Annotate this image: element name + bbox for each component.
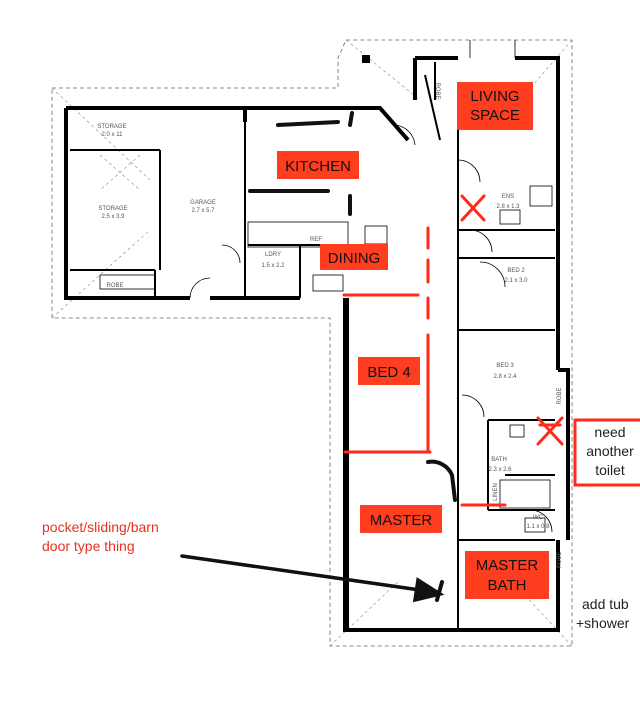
pocket-door-arrow (180, 554, 445, 603)
meter-box-marker (362, 55, 370, 63)
kitchen-label: KITCHEN (285, 158, 351, 175)
note-pocket-door-line1: pocket/sliding/barn (42, 519, 159, 535)
note-tub-line2: +shower (576, 615, 630, 631)
note-toilet-line1: need (594, 424, 625, 440)
outer-walls (64, 56, 570, 632)
room-label-ens: ENS (502, 194, 514, 200)
room-label-ref: REF (310, 237, 322, 243)
master-label-box (360, 505, 442, 533)
room-label-robe-garage: ROBE (106, 283, 123, 289)
room-dim-storage-top: 2.0 x 11 (102, 132, 124, 138)
room-label-wc: WC (533, 515, 544, 521)
room-dim-bed3: 2.8 x 2.4 (493, 374, 517, 380)
interior-walls (70, 62, 555, 630)
room-label-robe-top: ROBE (434, 82, 440, 99)
note-toilet-line3: toilet (595, 462, 625, 478)
room-dim-wc: 1.1 x 0.8 (526, 524, 550, 530)
living-space-label-box (457, 82, 533, 130)
master-bath-label-line1: MASTER (476, 557, 539, 574)
room-label-garage: GARAGE (190, 200, 216, 206)
roofline-outline (51, 39, 573, 647)
master-label: MASTER (370, 512, 433, 529)
room-label-robe-master: ROBE (557, 551, 563, 568)
room-dim-garage: 2.7 x 5.7 (191, 208, 215, 214)
room-label-linen: LINEN (493, 483, 499, 501)
markup-black-lines (248, 111, 457, 602)
door-swings (189, 40, 553, 533)
note-toilet-line2: another (586, 443, 634, 459)
room-label-storage-top: STORAGE (97, 124, 126, 130)
dining-label-box (320, 244, 388, 270)
room-label-storage-mid: STORAGE (98, 206, 127, 212)
room-dim-laundry: 1.5 x 2.2 (261, 263, 285, 269)
kitchen-label-box (277, 151, 359, 179)
room-dim-bed2: 2.1 x 3.0 (504, 278, 528, 284)
dining-label: DINING (328, 250, 381, 267)
cross-mark-ensuite (460, 194, 486, 222)
room-label-laundry: LDRY (265, 252, 281, 258)
bed4-label-box (358, 357, 420, 385)
cross-mark-bath (536, 416, 564, 446)
room-dim-bath: 2.3 x 2.6 (488, 467, 512, 473)
room-label-bed3: BED 3 (496, 363, 514, 369)
room-dim-ens: 2.8 x 1.3 (496, 204, 520, 210)
room-label-bath: BATH (491, 457, 507, 463)
note-tub-line1: add tub (582, 596, 629, 612)
room-dim-storage-mid: 2.5 x 3.9 (101, 214, 125, 220)
living-space-label-line1: LIVING (470, 88, 519, 105)
room-label-robe-bed3: ROBE (557, 387, 563, 404)
living-space-label-line2: SPACE (470, 107, 520, 124)
markup-red-lines (342, 226, 640, 507)
master-bath-label-line2: BATH (488, 577, 527, 594)
fixtures (99, 185, 553, 533)
bed4-label: BED 4 (367, 364, 410, 381)
master-bath-label-box (465, 551, 549, 599)
note-pocket-door-line2: door type thing (42, 538, 135, 554)
room-label-bed2: BED 2 (507, 268, 525, 274)
